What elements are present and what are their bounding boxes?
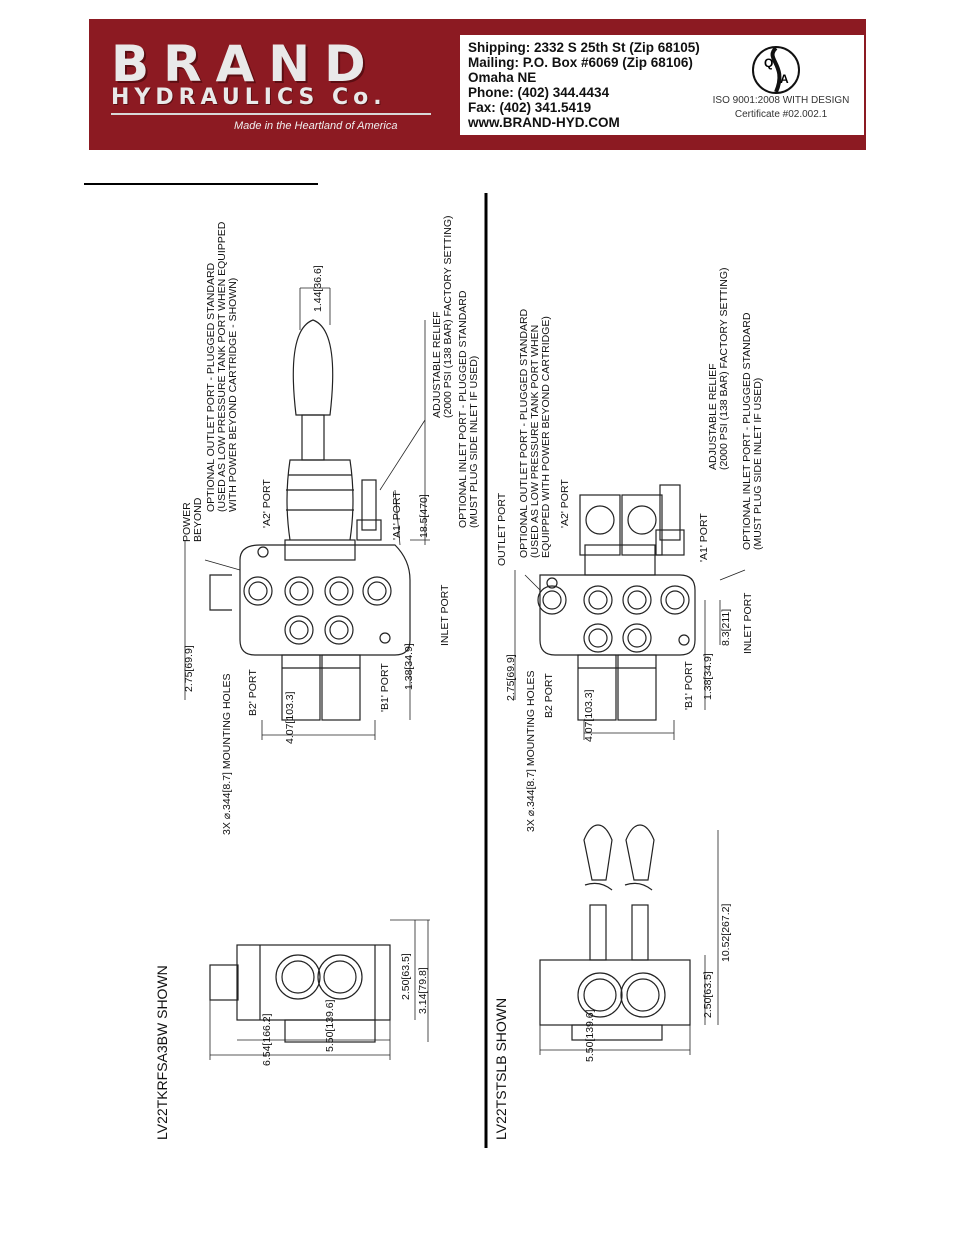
left-dim-4-07: 4.07[103.3] [284,691,296,744]
shipping-address: Shipping: 2332 S 25th St (Zip 68105) [468,40,700,55]
left-callout-relief: ADJUSTABLE RELIEF (2000 PSI (138 BAR) FA… [431,215,454,418]
phone: Phone: (402) 344.4434 [468,85,610,100]
title-underline [84,183,318,185]
right-callout-relief: ADJUSTABLE RELIEF (2000 PSI (138 BAR) FA… [707,267,730,470]
right-callout-inlet-port: INLET PORT [742,592,754,654]
right-valve-side-view [539,824,691,1041]
left-dim-5-50: 5.50[139.6] [324,999,336,1052]
left-dim-6-54: 6.54[166.2] [261,1013,273,1066]
left-callout-power-beyond: POWER BEYOND [181,497,204,542]
left-side-dims [209,919,430,1060]
right-side-dims [539,830,719,1055]
right-dim-10-52: 10.52[267.2] [720,903,732,962]
left-dimension-lines [184,287,430,740]
right-callout-a2-port: 'A2' PORT [559,479,571,528]
right-dim-2-50: 2.50[63.5] [702,971,714,1018]
right-callout-mounting-holes: 3X ⌀.344[8.7] MOUNTING HOLES [525,670,537,832]
iso-statement: ISO 9001:2008 WITH DESIGN [712,95,850,106]
left-callout-optional-outlet: OPTIONAL OUTLET PORT - PLUGGED STANDARD … [205,221,239,512]
left-callout-a2-port: 'A2' PORT [261,479,273,528]
right-callout-a1-port: 'A1' PORT [698,513,710,562]
left-dim-18-5: 18.5[470] [418,494,430,538]
right-callout-outlet-port: OUTLET PORT [496,492,508,566]
qa-certification-icon: Q A [752,46,800,94]
left-callout-mounting-holes: 3X ⌀.344[8.7] MOUNTING HOLES [221,673,233,835]
left-valve-side-view [209,944,391,1043]
right-dimension-lines [514,569,746,740]
logo-subtitle: HYDRAULICS Co. [111,85,387,110]
left-callout-optional-inlet: OPTIONAL INLET PORT - PLUGGED STANDARD (… [457,290,480,528]
brand-logo: BRAND HYDRAULICS Co. Made in the Heartla… [89,19,454,150]
left-callout-a1-port: 'A1' PORT [391,491,403,540]
right-dim-4-07: 4.07[103.3] [583,689,595,742]
iso-certificate: Certificate #02.002.1 [734,109,828,120]
header-banner: BRAND HYDRAULICS Co. Made in the Heartla… [89,19,866,150]
left-dim-1-44: 1.44[36.6] [312,265,324,312]
qa-letter-a: A [780,72,789,86]
city: Omaha NE [468,70,537,85]
contact-panel: Shipping: 2332 S 25th St (Zip 68105) Mai… [460,35,864,135]
left-valve-top-view [209,319,411,721]
right-callout-b2-port: B2 PORT [543,673,555,718]
fax: Fax: (402) 341.5419 [468,100,592,115]
right-valve-top-view [537,484,696,721]
right-model-caption: LV22TSTSLB SHOWN [493,997,509,1140]
left-dim-3-14: 3.14[79.8] [417,967,429,1014]
logo-brand-word: BRAND [111,35,380,93]
left-dim-2-50: 2.50[63.5] [400,953,412,1000]
logo-tagline: Made in the Heartland of America [234,120,398,132]
mailing-address: Mailing: P.O. Box #6069 (Zip 68106) [468,55,693,70]
right-dim-8-3: 8.3[211] [720,608,732,646]
right-callout-optional-outlet: OPTIONAL OUTLET PORT - PLUGGED STANDARD … [518,308,552,558]
left-callout-b1-port: 'B1' PORT [379,663,391,712]
left-model-caption: LV22TKRFSA3BW SHOWN [154,965,170,1140]
right-dim-1-38: 1.38[34.9] [702,653,714,700]
website-link[interactable]: www.BRAND-HYD.COM [468,115,620,130]
left-dim-1-38: 1.38[34.9] [403,643,415,690]
left-callout-b2-port: B2' PORT [247,669,259,716]
right-dim-2-75: 2.75[69.9] [505,654,517,701]
right-callout-b1-port: 'B1' PORT [683,661,695,710]
left-dim-2-75: 2.75[69.9] [183,645,195,692]
logo-rule [111,113,431,115]
right-callout-optional-inlet: OPTIONAL INLET PORT - PLUGGED STANDARD (… [741,312,764,550]
left-callout-inlet-port: INLET PORT [439,584,451,646]
right-dim-5-50: 5.50[139.6] [584,1009,596,1062]
qa-letter-q: Q [764,56,773,70]
